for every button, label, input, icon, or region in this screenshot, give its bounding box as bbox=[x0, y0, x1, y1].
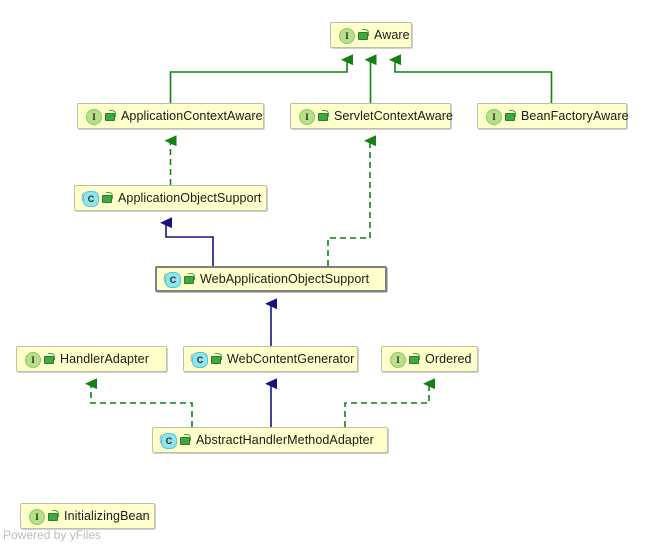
class-node-webappobjsupport[interactable]: ()C WebApplicationObjectSupport bbox=[155, 266, 387, 292]
edge-beanfactoryaware-to-aware bbox=[389, 54, 553, 103]
class-node-label: BeanFactoryAware bbox=[521, 108, 629, 123]
stereotype-glyph: I bbox=[390, 352, 406, 368]
class-node-label: Ordered bbox=[425, 351, 472, 366]
class-node-handleradapter[interactable]: I HandlerAdapter bbox=[16, 346, 167, 372]
edge-webapplicationobjectsupport-to-applicationobjectsupport bbox=[160, 217, 214, 266]
class-node-label: WebContentGenerator bbox=[227, 351, 355, 366]
edge-abstracthandlermethodadapter-to-ordered bbox=[344, 378, 435, 427]
stereotype-glyph: I bbox=[299, 109, 315, 125]
stereotype-glyph: I bbox=[86, 109, 102, 125]
class-node-label: ApplicationContextAware bbox=[121, 108, 263, 123]
public-lock-icon bbox=[179, 433, 191, 447]
public-lock-icon bbox=[357, 28, 369, 42]
class-node-label: WebApplicationObjectSupport bbox=[200, 271, 370, 286]
class-node-label: AbstractHandlerMethodAdapter bbox=[196, 432, 374, 447]
class-node-servletctxaware[interactable]: I ServletContextAware bbox=[290, 103, 454, 129]
edge-applicationcontextaware-to-aware bbox=[169, 54, 353, 103]
stereotype-glyph: C bbox=[83, 191, 99, 207]
class-node-aware[interactable]: I Aware bbox=[330, 22, 412, 48]
class-node-label: Aware bbox=[374, 27, 410, 42]
class-icon: ()C bbox=[190, 351, 208, 368]
class-node-beanfactoryaware[interactable]: I BeanFactoryAware bbox=[477, 103, 629, 129]
class-icon: ()C bbox=[81, 190, 99, 207]
class-node-webcontentgen[interactable]: ()C WebContentGenerator bbox=[183, 346, 358, 372]
yfiles-watermark: Powered by yFiles bbox=[3, 528, 102, 542]
class-node-label: ServletContextAware bbox=[334, 108, 454, 123]
public-lock-icon bbox=[317, 109, 329, 123]
class-icon: ()C bbox=[163, 271, 181, 288]
class-node-label: ApplicationObjectSupport bbox=[118, 190, 262, 205]
interface-icon: I bbox=[389, 351, 406, 368]
stereotype-glyph: I bbox=[25, 352, 41, 368]
interface-icon: I bbox=[24, 351, 41, 368]
class-node-initializingbean[interactable]: I InitializingBean bbox=[20, 503, 155, 529]
edge-webapplicationobjectsupport-to-servletcontextaware bbox=[327, 135, 376, 266]
class-icon: ()C bbox=[159, 432, 177, 449]
class-node-ordered[interactable]: I Ordered bbox=[381, 346, 478, 372]
interface-icon: I bbox=[85, 108, 102, 125]
public-lock-icon bbox=[504, 109, 516, 123]
interface-icon: I bbox=[298, 108, 315, 125]
stereotype-glyph: C bbox=[192, 352, 208, 368]
public-lock-icon bbox=[47, 509, 59, 523]
stereotype-glyph: C bbox=[161, 433, 177, 449]
class-node-abstracthma[interactable]: ()C AbstractHandlerMethodAdapter bbox=[152, 427, 388, 453]
stereotype-glyph: I bbox=[29, 509, 45, 525]
public-lock-icon bbox=[210, 352, 222, 366]
interface-icon: I bbox=[485, 108, 502, 125]
stereotype-glyph: I bbox=[486, 109, 502, 125]
public-lock-icon bbox=[408, 352, 420, 366]
class-node-appctxaware[interactable]: I ApplicationContextAware bbox=[77, 103, 264, 129]
interface-icon: I bbox=[28, 508, 45, 525]
public-lock-icon bbox=[183, 272, 195, 286]
class-node-label: HandlerAdapter bbox=[60, 351, 149, 366]
public-lock-icon bbox=[101, 191, 113, 205]
class-node-appobjsupport[interactable]: ()C ApplicationObjectSupport bbox=[74, 185, 267, 211]
edge-abstracthandlermethodadapter-to-handleradapter bbox=[85, 378, 193, 427]
stereotype-glyph: I bbox=[339, 28, 355, 44]
class-node-label: InitializingBean bbox=[64, 508, 150, 523]
stereotype-glyph: C bbox=[165, 272, 181, 288]
public-lock-icon bbox=[104, 109, 116, 123]
public-lock-icon bbox=[43, 352, 55, 366]
interface-icon: I bbox=[338, 27, 355, 44]
